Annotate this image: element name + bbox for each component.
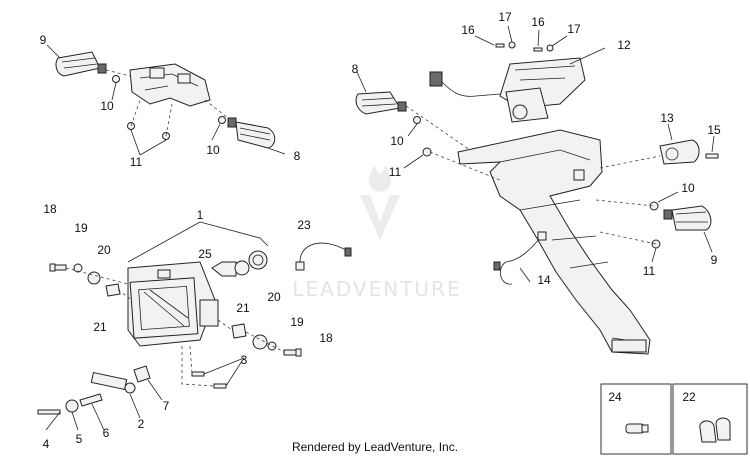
callout-20-right: 20 xyxy=(267,290,281,304)
callout-3: 3 xyxy=(241,353,248,367)
callout-25: 25 xyxy=(198,247,212,261)
callout-9-front: 9 xyxy=(40,33,47,47)
screw-15 xyxy=(705,153,719,159)
callout-16-b: 16 xyxy=(531,15,545,29)
tail-light-harness xyxy=(429,71,501,97)
adjuster-assembly xyxy=(90,365,151,394)
callout-19-left: 19 xyxy=(74,221,88,235)
callout-8-rear: 8 xyxy=(352,62,359,76)
callout-18-right: 18 xyxy=(319,331,333,345)
callout-19-right: 19 xyxy=(290,315,304,329)
nut-10-right xyxy=(218,116,226,124)
inset-box-22 xyxy=(672,383,748,455)
leadventure-watermark-logo xyxy=(360,165,400,240)
nut-10-left xyxy=(112,75,120,83)
watermark-text: LEADVENTURE xyxy=(292,277,461,301)
callout-11-rear-right: 11 xyxy=(643,264,656,278)
callout-1: 1 xyxy=(197,208,204,222)
nut-10-rear-left xyxy=(413,116,421,124)
wiring-harness-23 xyxy=(295,242,352,271)
callout-17-a: 17 xyxy=(498,10,512,24)
rear-left-turn-signal xyxy=(355,91,407,115)
washer-19-right xyxy=(267,341,277,351)
callout-12: 12 xyxy=(617,38,631,52)
callout-2: 2 xyxy=(138,417,145,431)
washer-5 xyxy=(65,399,79,413)
grommet-20-left xyxy=(87,271,101,285)
nut-11-rear-right xyxy=(651,239,661,249)
washer-17-b xyxy=(546,44,554,52)
spring-6 xyxy=(79,393,103,407)
rear-right-turn-signal xyxy=(663,205,712,231)
callout-24: 24 xyxy=(608,390,622,404)
callout-17-b: 17 xyxy=(567,22,581,36)
callout-6: 6 xyxy=(103,426,110,440)
callout-18-left: 18 xyxy=(43,202,57,216)
left-front-turn-signal xyxy=(55,51,107,77)
screw-4 xyxy=(37,409,61,415)
side-reflector-13 xyxy=(659,139,700,165)
callout-10-front-left: 10 xyxy=(100,99,114,113)
callout-21-left: 21 xyxy=(93,320,107,334)
license-light-harness-14 xyxy=(493,231,547,285)
right-front-turn-signal xyxy=(227,117,276,149)
tail-light-12 xyxy=(499,57,586,123)
callout-14: 14 xyxy=(537,273,551,287)
nut-10-rear-right xyxy=(649,201,659,211)
callout-11-rear-left: 11 xyxy=(389,165,402,179)
screws-3 xyxy=(191,371,227,389)
callout-22: 22 xyxy=(682,390,696,404)
callout-5: 5 xyxy=(76,432,83,446)
callout-4: 4 xyxy=(43,437,50,451)
bulb-24 xyxy=(625,423,649,434)
bolt-18-right xyxy=(283,348,302,357)
spacer-21-left xyxy=(105,283,121,297)
headlight-unit xyxy=(127,261,219,347)
screw-16-a xyxy=(495,43,505,48)
callout-20-left: 20 xyxy=(97,243,111,257)
washer-17-a xyxy=(508,41,516,49)
callout-13: 13 xyxy=(660,111,674,125)
callout-23: 23 xyxy=(297,218,311,232)
callout-15: 15 xyxy=(707,123,721,137)
callout-21-right: 21 xyxy=(236,301,250,315)
license-plate-holder xyxy=(457,129,651,355)
callout-9-rear: 9 xyxy=(711,253,718,267)
callout-7: 7 xyxy=(163,399,170,413)
grommet-20-right xyxy=(252,334,268,350)
callout-10-rear-right: 10 xyxy=(681,181,695,195)
callout-16-a: 16 xyxy=(461,23,475,37)
callout-11-front: 11 xyxy=(130,155,143,169)
spacer-21-right xyxy=(231,323,247,339)
callout-8-front: 8 xyxy=(294,149,301,163)
render-credit: Rendered by LeadVenture, Inc. xyxy=(291,440,459,454)
screw-16-b xyxy=(533,47,543,52)
headlight-bulb xyxy=(211,250,268,277)
inset-box-24 xyxy=(600,383,672,455)
nut-11-rear-left xyxy=(422,147,432,157)
bolt-18-left xyxy=(49,263,67,272)
callout-10-rear-left: 10 xyxy=(390,134,404,148)
clip-22 xyxy=(699,417,731,443)
callout-10-front-right: 10 xyxy=(206,143,220,157)
washer-19-left xyxy=(73,263,83,273)
front-signal-bracket xyxy=(129,63,211,107)
